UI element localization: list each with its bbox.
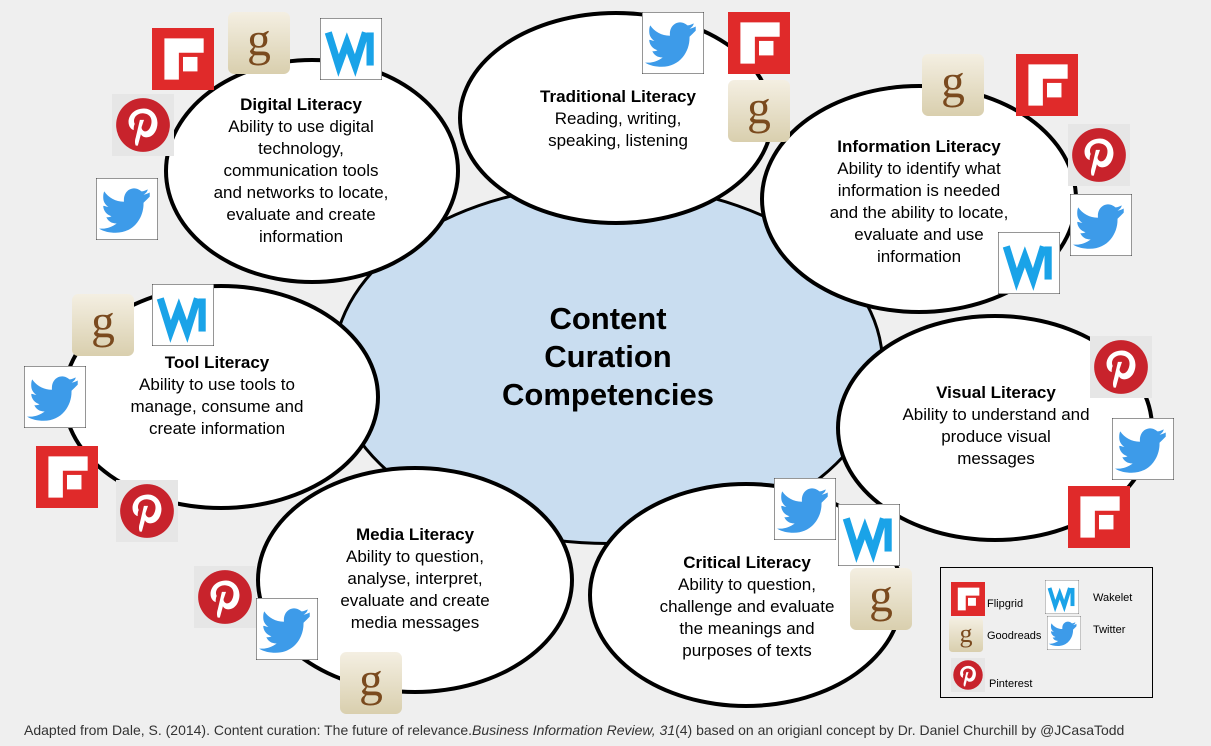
pinterest-icon	[1090, 336, 1152, 398]
pinterest-icon	[1068, 124, 1130, 186]
flipgrid-icon	[36, 446, 98, 508]
svg-text:g: g	[869, 570, 893, 622]
legend-twitter-label: Twitter	[1093, 624, 1126, 636]
wakelet-icon	[998, 232, 1060, 294]
legend-goodreads-icon: g	[949, 618, 983, 652]
information-literacy-title: Information Literacy	[837, 137, 1001, 156]
goodreads-icon: g	[228, 12, 290, 74]
twitter-icon	[24, 366, 86, 428]
traditional-literacy-text: Traditional Literacy Reading, writing, s…	[508, 86, 728, 152]
legend-twitter-icon	[1047, 616, 1081, 650]
tool-literacy-desc: Ability to use tools to manage, consume …	[130, 375, 304, 438]
digital-literacy-desc: Ability to use digital technology, commu…	[213, 117, 389, 246]
flipgrid-icon	[728, 12, 790, 74]
legend-flipgrid-icon	[951, 582, 985, 616]
svg-text:g: g	[91, 296, 115, 348]
critical-literacy-text: Critical Literacy Ability to question, c…	[636, 552, 858, 662]
twitter-icon	[642, 12, 704, 74]
flipgrid-icon	[1068, 486, 1130, 548]
media-literacy-text: Media Literacy Ability to question, anal…	[312, 524, 518, 634]
oval-digital-literacy	[164, 58, 460, 284]
svg-text:g: g	[247, 14, 271, 66]
wakelet-icon	[320, 18, 382, 80]
media-literacy-title: Media Literacy	[355, 525, 475, 544]
legend-pinterest-label: Pinterest	[989, 678, 1033, 690]
critical-literacy-title: Critical Literacy	[683, 553, 811, 572]
legend: Flipgrid Wakelet g Goodreads Twitter Pin…	[940, 567, 1153, 698]
information-literacy-text: Information Literacy Ability to identify…	[800, 136, 1038, 268]
goodreads-icon: g	[728, 80, 790, 142]
digital-literacy-text: Digital Literacy Ability to use digital …	[190, 94, 412, 248]
center-title: Content Curation Competencies	[502, 301, 714, 412]
digital-literacy-title: Digital Literacy	[240, 95, 362, 114]
visual-literacy-text: Visual Literacy Ability to understand an…	[880, 382, 1112, 470]
goodreads-icon: g	[922, 54, 984, 116]
legend-wakelet-icon	[1045, 580, 1079, 614]
tool-literacy-title: Tool Literacy	[164, 353, 270, 372]
legend-wakelet-label: Wakelet	[1093, 592, 1133, 604]
goodreads-icon: g	[850, 568, 912, 630]
media-literacy-desc: Ability to question, analyse, interpret,…	[340, 547, 490, 632]
citation-text-2: (4) based on an origianl concept by Dr. …	[675, 722, 1125, 738]
pinterest-icon	[112, 94, 174, 156]
twitter-icon	[256, 598, 318, 660]
goodreads-icon: g	[72, 294, 134, 356]
svg-text:g: g	[941, 56, 965, 108]
twitter-icon	[1112, 418, 1174, 480]
pinterest-icon	[116, 480, 178, 542]
legend-goodreads-label: Goodreads	[987, 630, 1042, 642]
pinterest-icon	[194, 566, 256, 628]
citation-journal: Business Information Review, 31	[472, 722, 676, 738]
information-literacy-desc: Ability to identify what information is …	[829, 159, 1009, 266]
tool-literacy-text: Tool Literacy Ability to use tools to ma…	[106, 352, 328, 440]
svg-text:g: g	[359, 654, 383, 706]
legend-flipgrid-label: Flipgrid	[987, 598, 1024, 610]
oval-traditional-literacy	[458, 11, 774, 225]
svg-text:g: g	[959, 619, 972, 648]
visual-literacy-title: Visual Literacy	[936, 383, 1056, 402]
citation-footer: Adapted from Dale, S. (2014). Content cu…	[24, 722, 1124, 738]
twitter-icon	[1070, 194, 1132, 256]
visual-literacy-desc: Ability to understand and produce visual…	[902, 405, 1090, 468]
critical-literacy-desc: Ability to question, challenge and evalu…	[659, 575, 835, 660]
wakelet-icon	[152, 284, 214, 346]
traditional-literacy-title: Traditional Literacy	[540, 87, 696, 106]
flipgrid-icon	[1016, 54, 1078, 116]
flipgrid-icon	[152, 28, 214, 90]
legend-pinterest-icon	[951, 658, 985, 692]
citation-text-1: Adapted from Dale, S. (2014). Content cu…	[24, 722, 472, 738]
goodreads-icon: g	[340, 652, 402, 714]
svg-text:g: g	[747, 82, 771, 134]
traditional-literacy-desc: Reading, writing, speaking, listening	[548, 109, 688, 150]
wakelet-icon	[838, 504, 900, 566]
twitter-icon	[774, 478, 836, 540]
twitter-icon	[96, 178, 158, 240]
